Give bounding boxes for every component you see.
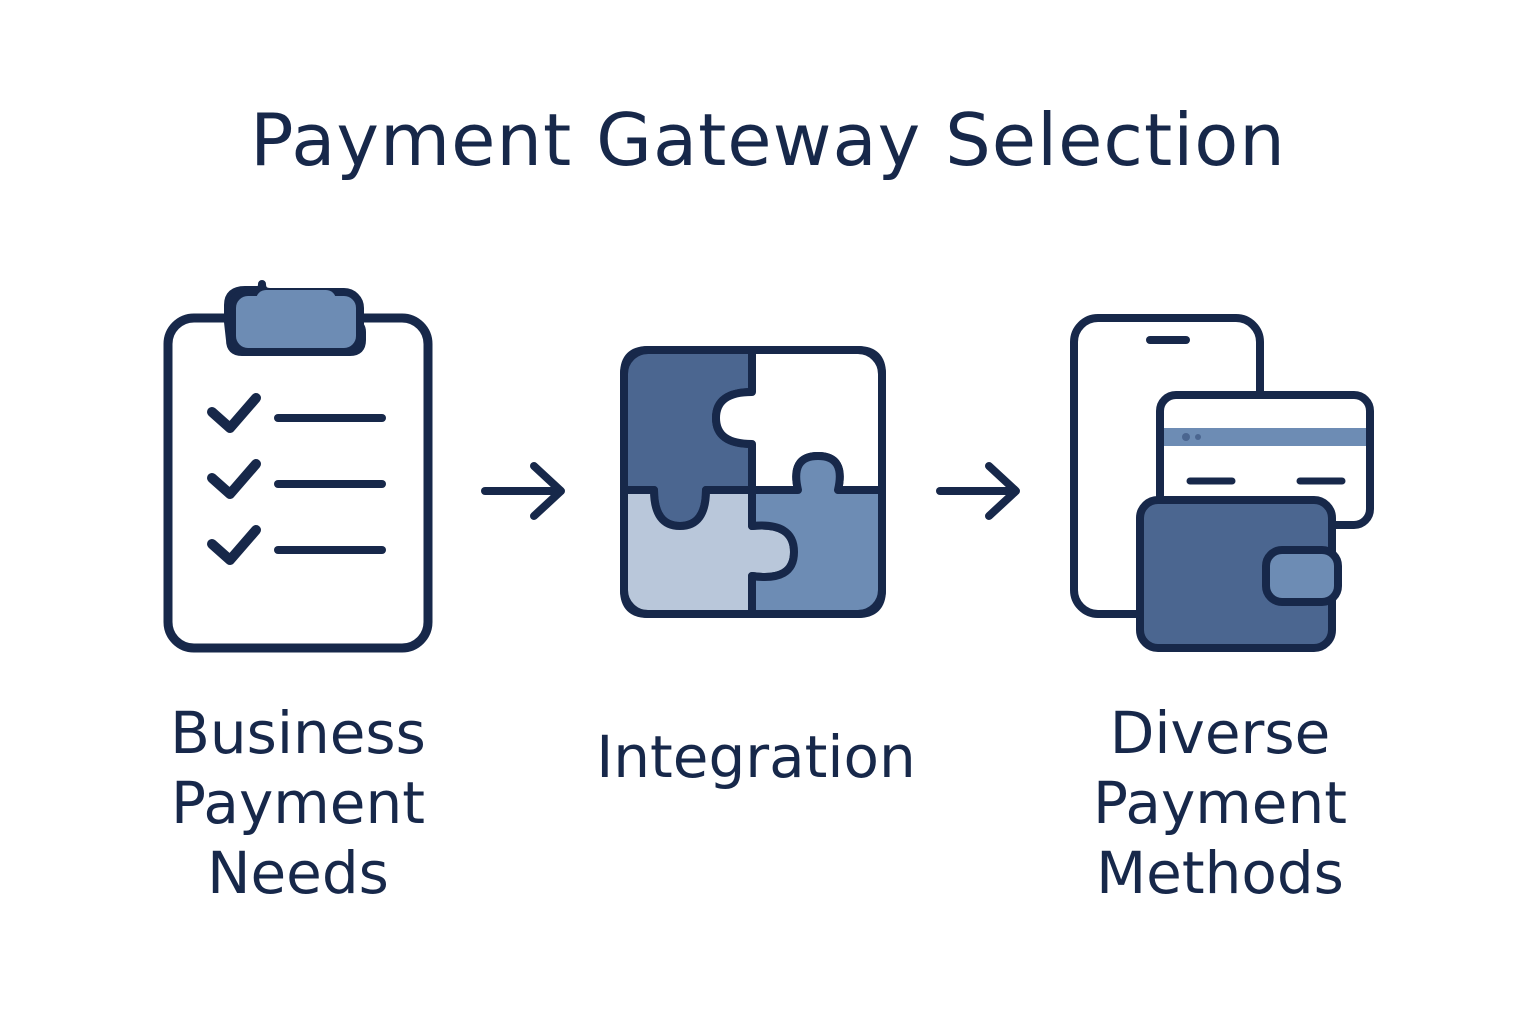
- arrow-right-icon: [936, 462, 1020, 520]
- step-label-line: Payment: [1093, 769, 1347, 837]
- checkmark-icon: [207, 393, 261, 565]
- puzzle-pieces-icon: [620, 346, 886, 618]
- step-label-line: Business: [170, 699, 426, 767]
- credit-card-icon: [1156, 391, 1374, 529]
- step-label-line: Payment: [171, 769, 425, 837]
- clipboard-checklist-icon: [163, 280, 433, 653]
- step-label-line: Integration: [596, 723, 916, 791]
- wallet-icon: [1136, 496, 1342, 652]
- phone-card-wallet-icon: [1070, 314, 1374, 652]
- step-label-integration: Integration: [556, 722, 956, 792]
- step-label-line: Needs: [207, 839, 389, 907]
- step-label-line: Diverse: [1109, 699, 1331, 767]
- arrow-right-icon: [481, 462, 565, 520]
- diagram-title: Payment Gateway Selection: [250, 98, 1286, 182]
- step-label-diverse-payment-methods: Diverse Payment Methods: [1030, 698, 1410, 908]
- checklist-lines: [274, 414, 386, 554]
- step-label-line: Methods: [1096, 839, 1344, 907]
- step-label-business-payment-needs: Business Payment Needs: [118, 698, 478, 908]
